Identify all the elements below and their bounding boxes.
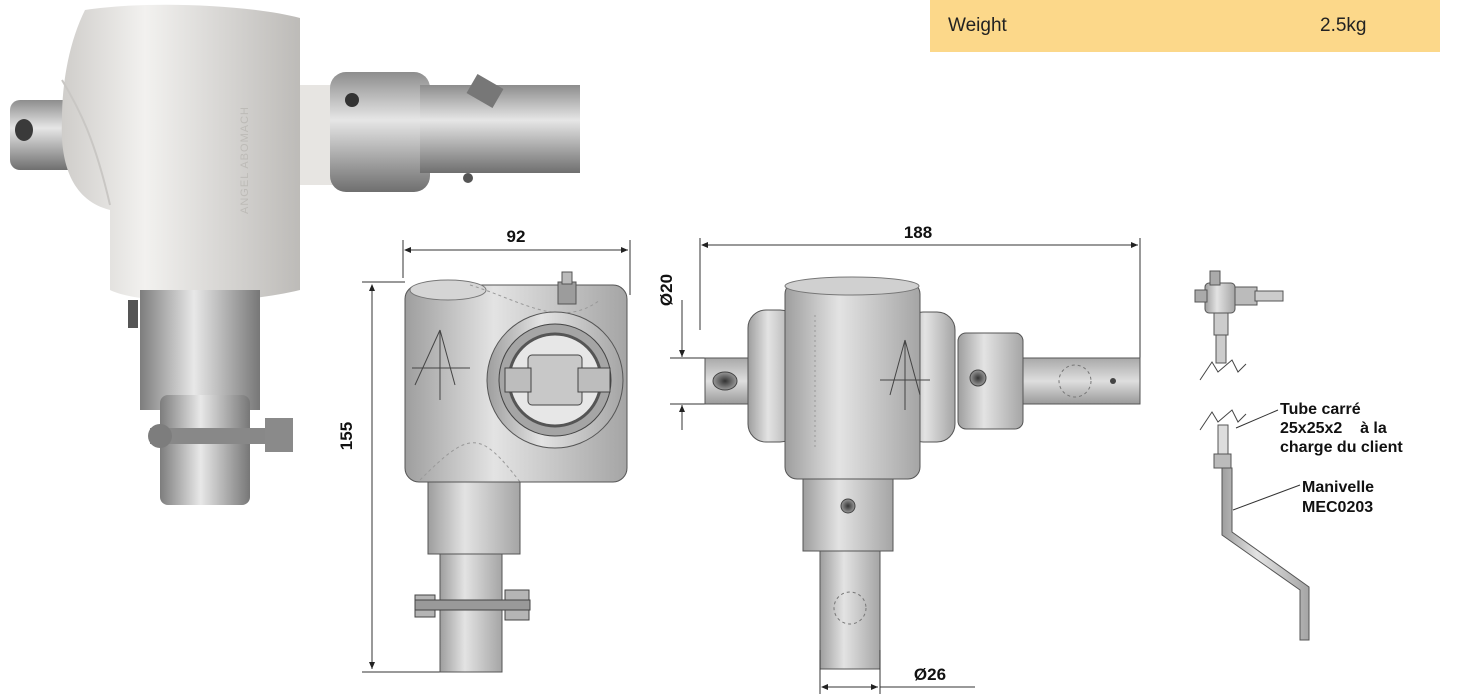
dim-diameter-shaft: Ø20: [657, 274, 676, 306]
photo-lower-tube: [140, 290, 260, 410]
dim-width-front: 92: [507, 227, 526, 246]
callout-crank-line1: Manivelle: [1302, 479, 1374, 496]
callout-tube-line2: 25x25x2 à la: [1280, 420, 1387, 437]
dim-height-front: 155: [337, 422, 356, 450]
spec-label: Weight: [948, 15, 1007, 36]
photo-collar: [330, 72, 430, 192]
side-view-drawing: 188 Ø20 Ø26: [657, 223, 1141, 694]
callout-tube-line1: Tube carré: [1280, 401, 1361, 418]
callout-tube-line3: charge du client: [1280, 439, 1403, 456]
spec-row-weight: Weight 2.5kg: [930, 0, 1440, 52]
dim-width-side: 188: [904, 223, 932, 242]
spec-value: 2.5kg: [1320, 15, 1367, 36]
callout-crank-line2: MEC0203: [1302, 499, 1373, 516]
photo-housing: [61, 4, 300, 302]
installation-sketch: Tube carré 25x25x2 à la charge du client…: [1194, 270, 1403, 641]
dim-diameter-tube: Ø26: [914, 665, 946, 684]
product-photo: ANGEL ABOMACH: [10, 4, 580, 505]
photo-engraving: ANGEL ABOMACH: [239, 106, 251, 214]
photo-square-shaft: [420, 85, 580, 173]
front-view-drawing: 92 155: [337, 227, 631, 673]
